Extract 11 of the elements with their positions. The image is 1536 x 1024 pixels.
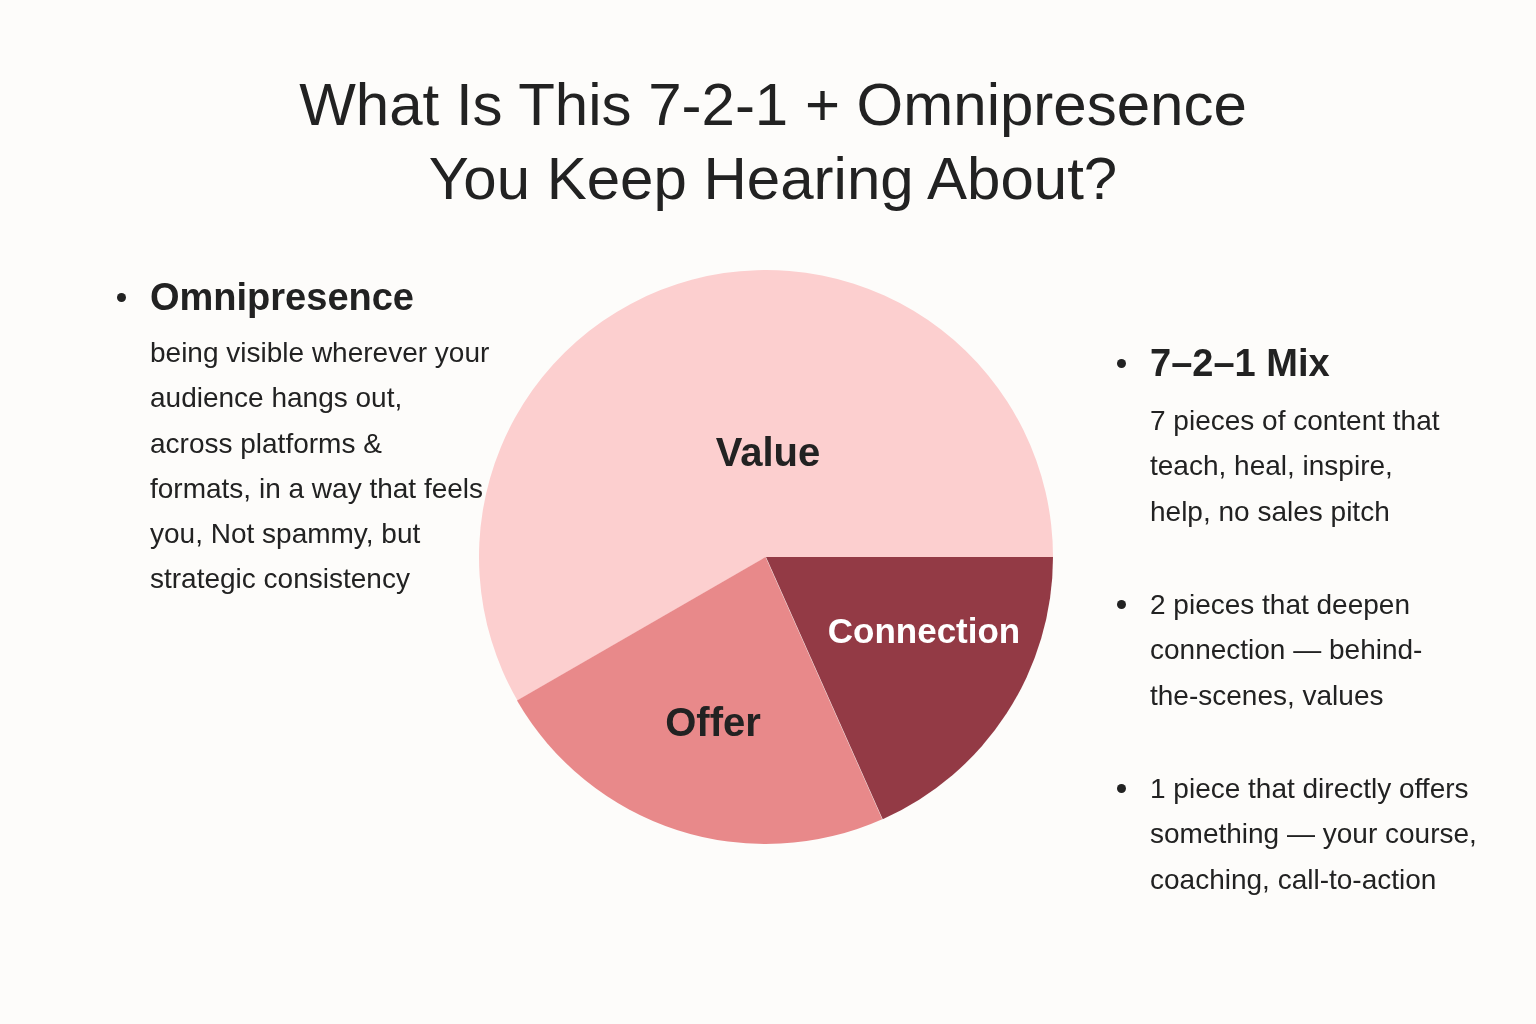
body-text: 1 piece that directly offers something — your course, coaching, call-to-action <box>1150 772 1478 897</box>
section-heading: 7–2–1 Mix <box>1150 341 1331 386</box>
slice-label: Value <box>715 432 821 472</box>
body-text: being visible wherever your audience hangs out, across platforms & formats, in a way that feels you, Not spammy, but strategic consistency <box>150 336 490 597</box>
slice-label: Offer <box>665 702 761 742</box>
body-text: 2 pieces that deepen connection — behind-the-scenes, values <box>1150 588 1424 713</box>
slice-label: Connection <box>827 612 1021 648</box>
section-heading: Omnipresence <box>150 275 415 320</box>
pie-slice <box>766 557 1053 820</box>
body-text: 7 pieces of content that teach, heal, inspire, help, no sales pitch <box>1150 404 1440 529</box>
title: What Is This 7-2-1 + Omnipresence You Keep Hearing About? <box>298 70 1248 214</box>
